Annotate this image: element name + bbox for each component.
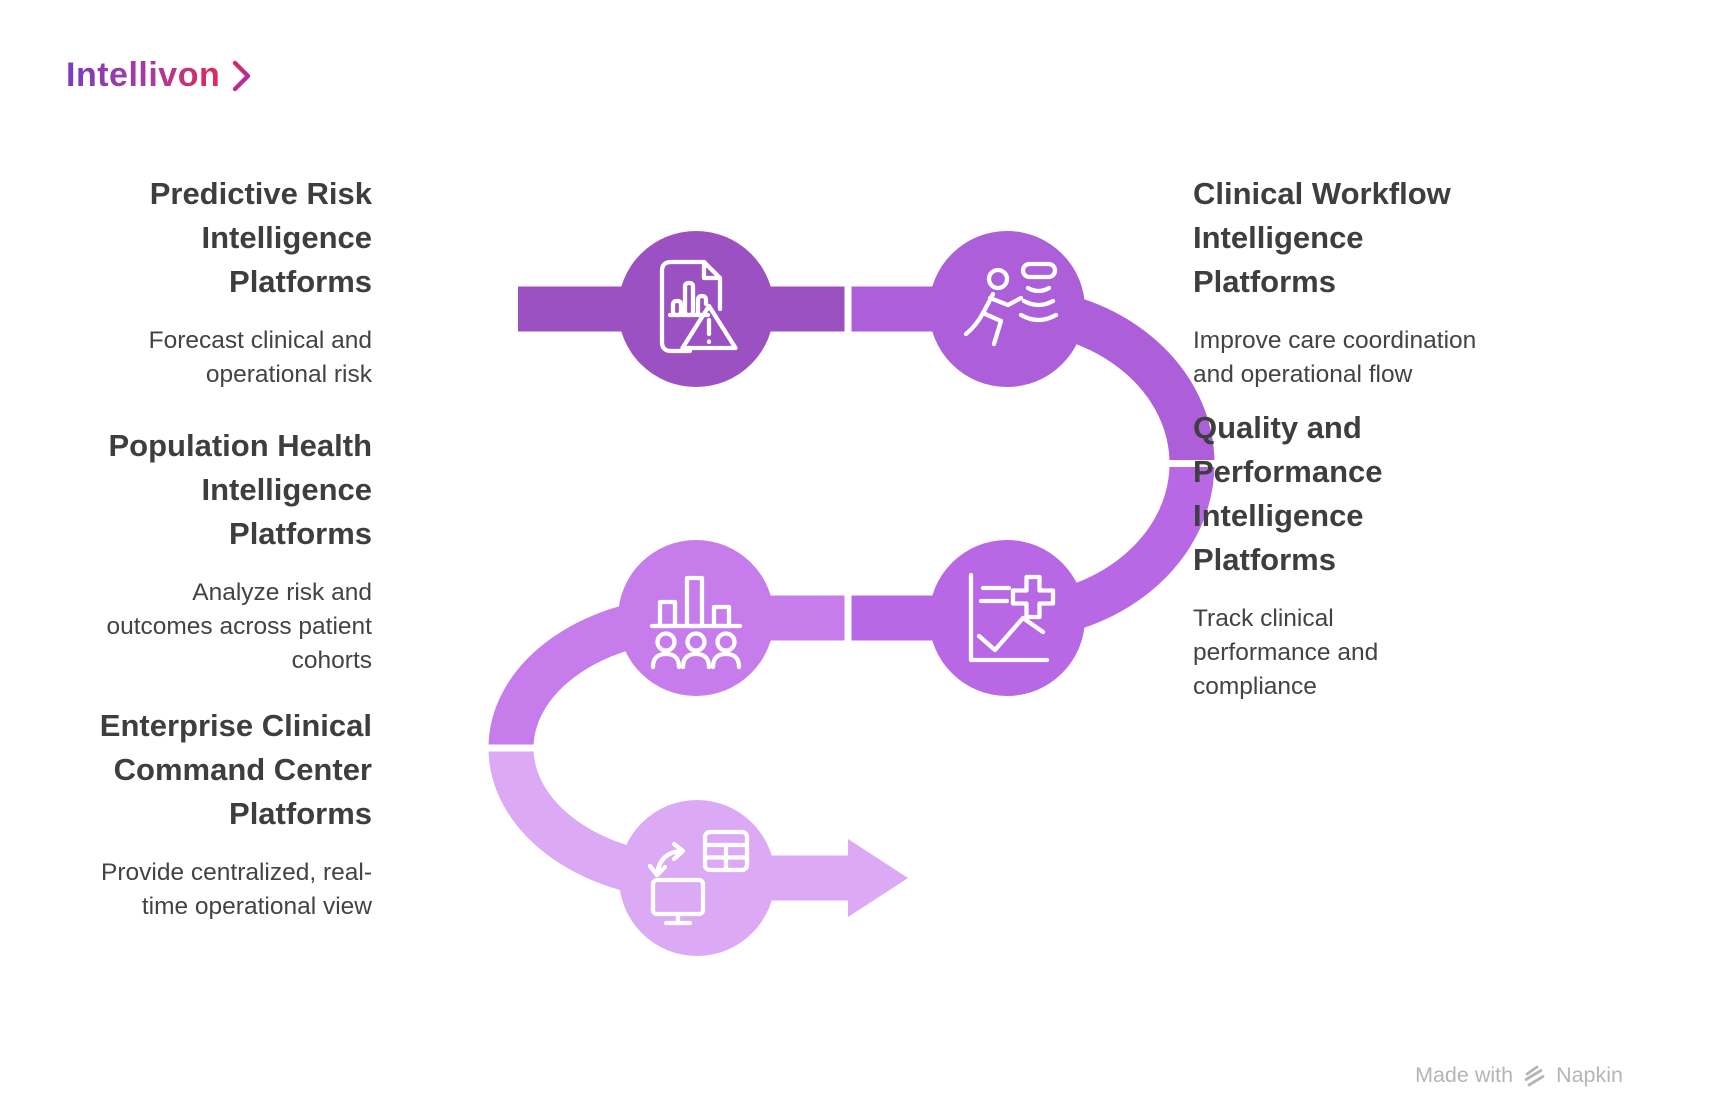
text-line: Quality and bbox=[1193, 410, 1362, 445]
text-line: outcomes across patient bbox=[106, 613, 372, 640]
napkin-logo-icon bbox=[1524, 1065, 1545, 1086]
step-circle-2 bbox=[929, 231, 1085, 387]
step-circle-3 bbox=[929, 540, 1085, 696]
text-line: Track clinical bbox=[1193, 605, 1334, 632]
brand-logo: Intellivon bbox=[66, 56, 254, 95]
text-line: Command Center bbox=[113, 752, 372, 787]
flow-divider-4 bbox=[482, 744, 540, 752]
flow-arrow-head bbox=[848, 839, 908, 917]
text-line: Analyze risk and bbox=[192, 579, 372, 606]
text-line: Platforms bbox=[229, 516, 372, 551]
text-line: Predictive Risk bbox=[149, 176, 372, 211]
block-body: Analyze risk and outcomes across patient c… bbox=[38, 576, 372, 678]
block-body: Improve care coordination and operational… bbox=[1193, 324, 1573, 392]
text-line: Provide centralized, real- bbox=[101, 859, 372, 886]
brand-chevron-icon bbox=[233, 60, 251, 91]
text-line: and operational flow bbox=[1193, 361, 1413, 388]
bar-chart-people-icon bbox=[649, 575, 743, 670]
chart-medical-cross-icon bbox=[968, 572, 1056, 663]
text-line: time operational view bbox=[141, 893, 372, 920]
document-alert-icon bbox=[659, 259, 738, 354]
flow-divider-2 bbox=[1162, 460, 1220, 467]
text-line: Platforms bbox=[1193, 264, 1336, 299]
text-line: Population Health bbox=[108, 428, 373, 463]
made-with-label: Made with bbox=[1415, 1063, 1514, 1087]
text-line: Platforms bbox=[1193, 542, 1336, 577]
flow-divider-1 bbox=[844, 280, 852, 338]
text-line: Clinical Workflow bbox=[1193, 176, 1451, 211]
runner-signal-icon bbox=[963, 261, 1059, 347]
made-with-napkin-badge[interactable]: Made with Napkin bbox=[1415, 1063, 1623, 1088]
text-line: Performance bbox=[1193, 454, 1383, 489]
step-circle-4 bbox=[618, 540, 774, 696]
text-line: cohorts bbox=[291, 647, 372, 674]
text-line: Platforms bbox=[229, 264, 372, 299]
block-body: Provide centralized, real-time operation… bbox=[38, 856, 372, 924]
text-line: Enterprise Clinical bbox=[99, 708, 372, 743]
text-line: Improve care coordination bbox=[1193, 327, 1477, 354]
text-line: Intelligence bbox=[1193, 498, 1364, 533]
monitor-table-sync-icon bbox=[647, 829, 750, 926]
text-line: performance and bbox=[1193, 639, 1379, 666]
brand-logo-text: Intellivon bbox=[66, 56, 221, 94]
block-body: Forecast clinical and operational risk bbox=[38, 324, 372, 392]
text-line: Forecast clinical and bbox=[148, 327, 372, 354]
text-line: Intelligence bbox=[201, 220, 372, 255]
text-line: Intelligence bbox=[1193, 220, 1364, 255]
block-body: Track clinical performance and compliance bbox=[1193, 602, 1573, 704]
napkin-brand-label: Napkin bbox=[1556, 1063, 1623, 1087]
text-line: Intelligence bbox=[201, 472, 372, 507]
text-line: operational risk bbox=[205, 361, 372, 388]
flow-divider-3 bbox=[844, 589, 852, 647]
text-line: compliance bbox=[1193, 673, 1317, 700]
text-line: Platforms bbox=[229, 796, 372, 831]
